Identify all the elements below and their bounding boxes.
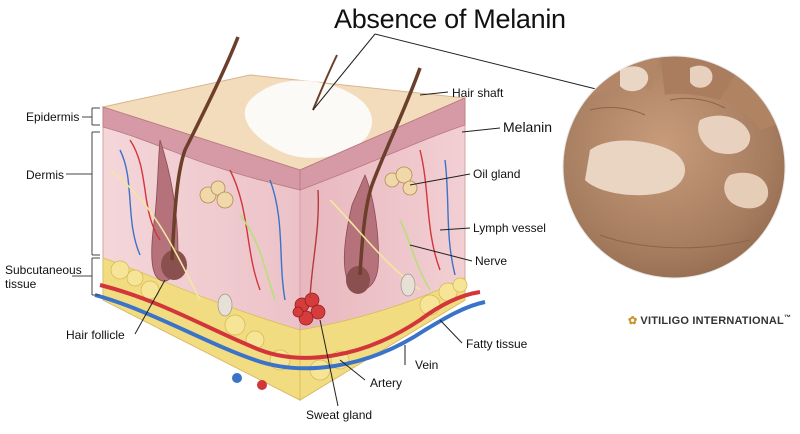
vitiligo-hand-photo <box>562 55 786 279</box>
epidermis-band-left <box>102 106 301 191</box>
artery-vessel <box>99 283 481 360</box>
epidermis-band-right <box>299 97 466 191</box>
label-vein: Vein <box>415 358 439 372</box>
label-epidermis: Epidermis <box>26 110 80 124</box>
label-lymph-vessel: Lymph vessel <box>473 221 546 235</box>
skin-block <box>94 36 486 401</box>
brand-name: VITILIGO INTERNATIONAL <box>640 315 784 327</box>
brand-leaf-icon: ✿ <box>628 315 638 327</box>
page-title: Absence of Melanin <box>334 4 566 34</box>
label-nerve: Nerve <box>475 254 508 268</box>
label-oil-gland: Oil gland <box>473 167 521 181</box>
label-hair-follicle: Hair follicle <box>66 328 125 342</box>
label-subcutaneous: Subcutaneous <box>5 263 82 277</box>
label-melanin: Melanin <box>503 119 553 135</box>
sweat-gland <box>292 292 326 326</box>
label-dermis: Dermis <box>26 168 64 182</box>
vitiligo-patch <box>585 140 685 196</box>
brand-logo: ✿VITILIGO INTERNATIONAL™ <box>628 314 791 327</box>
label-artery: Artery <box>370 376 403 390</box>
label-sweat-gland: Sweat gland <box>306 408 373 422</box>
layer-brackets <box>66 107 100 296</box>
label-fatty-tissue: Fatty tissue <box>466 337 528 351</box>
hair-shaft-left <box>170 36 240 261</box>
depigmented-patch <box>244 80 373 158</box>
label-hair-shaft: Hair shaft <box>452 86 504 100</box>
hair-shaft-right <box>358 67 422 276</box>
label-subcutaneous-tissue: tissue <box>5 277 37 291</box>
vein-vessel <box>94 293 486 371</box>
brand-trademark: ™ <box>783 314 792 322</box>
leader-lines <box>134 33 601 407</box>
